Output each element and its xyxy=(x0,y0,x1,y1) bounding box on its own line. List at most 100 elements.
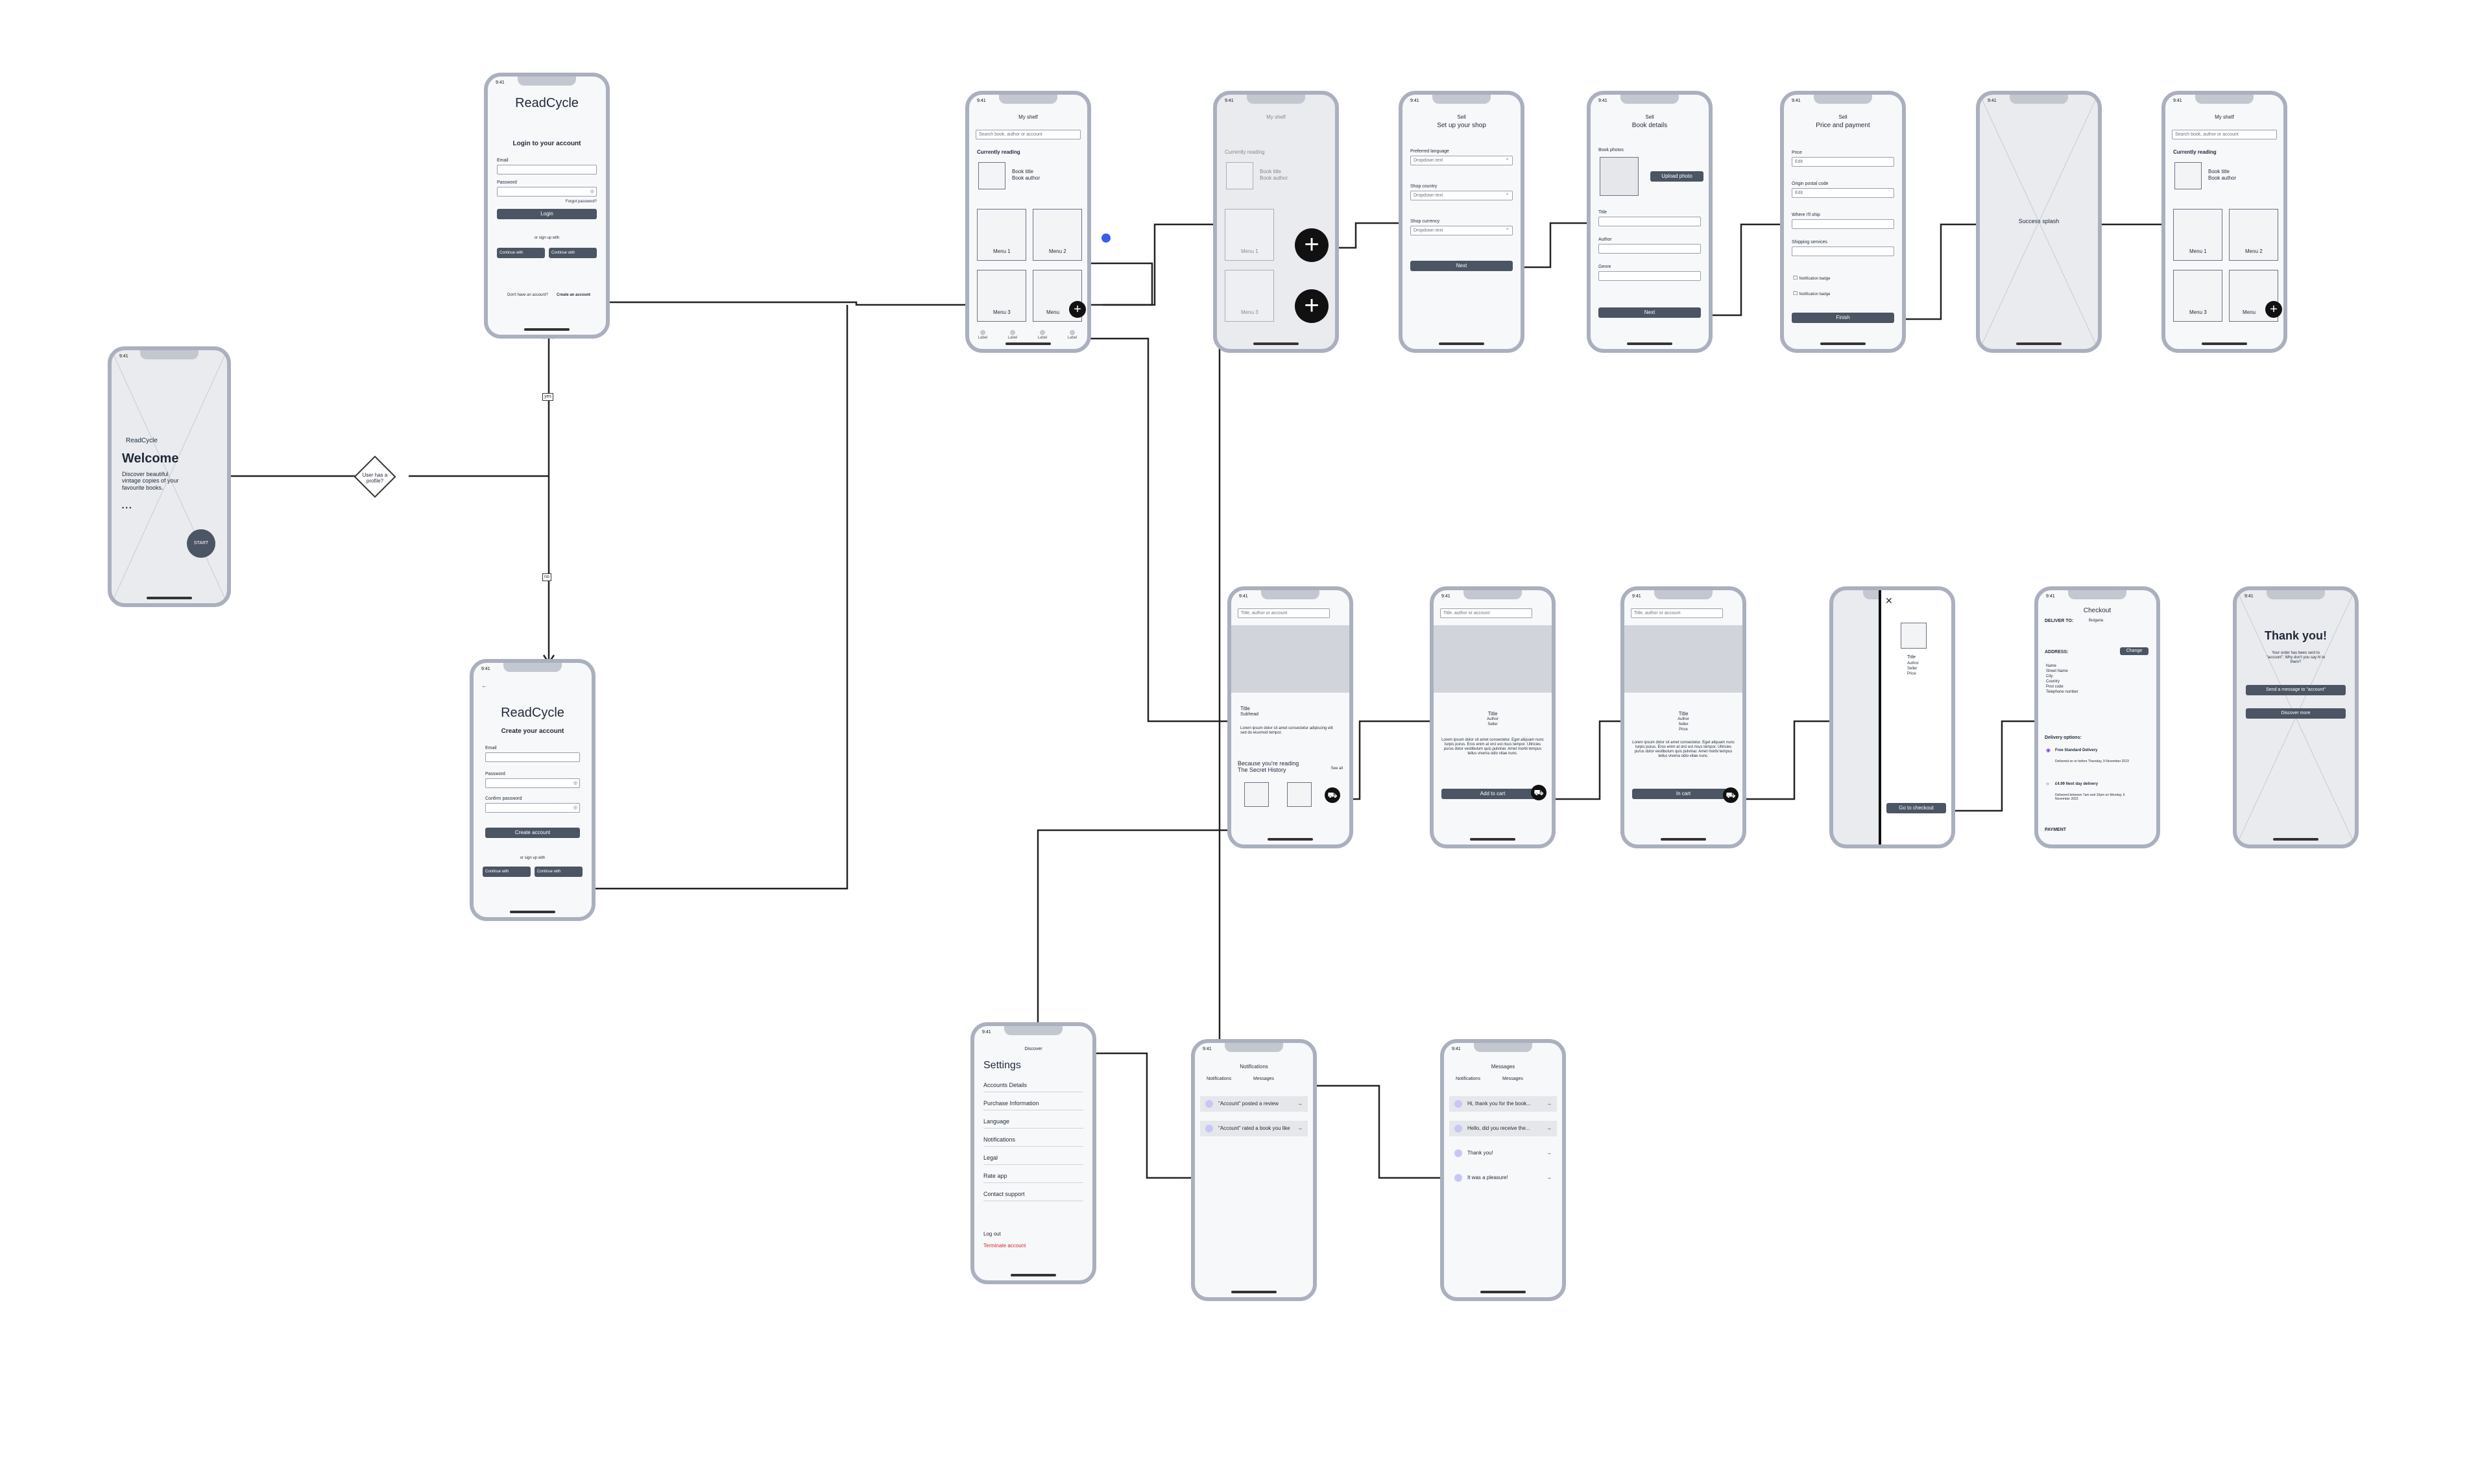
tab-messages[interactable]: Messages xyxy=(1253,1077,1274,1081)
send-message-button[interactable]: Send a message to "account" xyxy=(2246,685,2346,695)
shelf-screen: 9:41 My shelf Search book, author or acc… xyxy=(965,91,1091,353)
next-button[interactable]: Next xyxy=(1410,261,1513,271)
delivery-radio-1[interactable]: ◉ xyxy=(2046,747,2051,753)
start-button[interactable]: START xyxy=(187,529,215,558)
settings-row-notifications[interactable]: Notifications xyxy=(983,1132,1083,1147)
see-all-link[interactable]: See all xyxy=(1330,767,1343,771)
menu-card-3[interactable]: Menu 3 xyxy=(977,270,1026,322)
tab-item[interactable]: Label xyxy=(1003,329,1022,340)
search-input[interactable]: Search book, author or account xyxy=(2172,130,2277,139)
price-field[interactable]: Edit xyxy=(1792,157,1894,167)
google-login-button[interactable]: Continue with xyxy=(549,248,597,258)
back-icon[interactable]: ← xyxy=(481,682,487,689)
settings-row-legal[interactable]: Legal xyxy=(983,1151,1083,1165)
menu-card-1[interactable]: Menu 1 xyxy=(977,209,1026,261)
add-to-cart-button[interactable]: Add to cart xyxy=(1441,789,1544,799)
recommendation-card[interactable] xyxy=(1244,782,1269,807)
page-title: Checkout xyxy=(2083,607,2112,614)
google-signup-button[interactable]: Continue with xyxy=(535,867,583,877)
address-label: ADDRESS: xyxy=(2045,650,2069,654)
facebook-login-button[interactable]: Continue with xyxy=(497,248,545,258)
cart-fab[interactable]: ⛟ xyxy=(1325,787,1340,803)
settings-row-language[interactable]: Language xyxy=(983,1114,1083,1129)
facebook-signup-button[interactable]: Continue with xyxy=(483,867,531,877)
logout-link[interactable]: Log out xyxy=(983,1231,1001,1237)
tab-item[interactable]: Label xyxy=(1033,329,1052,340)
eye-icon[interactable]: ◎ xyxy=(573,781,577,785)
search-input[interactable]: Search book, author or account xyxy=(976,130,1081,139)
country-dropdown[interactable]: Dropdown text xyxy=(1410,191,1513,200)
menu-card-1[interactable]: Menu 1 xyxy=(2173,209,2222,261)
settings-row-support[interactable]: Contact support xyxy=(983,1187,1083,1201)
genre-field[interactable] xyxy=(1598,271,1701,281)
settings-row-rate[interactable]: Rate app xyxy=(983,1169,1083,1183)
add-book-fab[interactable]: + xyxy=(1295,228,1329,262)
origin-field[interactable]: Edit xyxy=(1792,188,1894,198)
recommendation-card[interactable] xyxy=(1287,782,1312,807)
item-description: Lorem ipsum dolor sit amet consectetur a… xyxy=(1240,726,1333,735)
menu-card-2[interactable]: Menu 2 xyxy=(2229,209,2278,261)
notification-item[interactable]: "Account" rated a book you like xyxy=(1200,1121,1308,1136)
search-input[interactable]: Title, author or account xyxy=(1238,608,1330,618)
next-button[interactable]: Next xyxy=(1598,307,1701,318)
notification-item[interactable]: "Account" posted a review xyxy=(1200,1096,1308,1112)
add-book-fab-secondary[interactable]: + xyxy=(1295,289,1329,323)
upload-photo-button[interactable]: Upload photo xyxy=(1650,171,1703,182)
message-item[interactable]: It was a pleasure! xyxy=(1449,1170,1557,1186)
tab-notifications[interactable]: Notifications xyxy=(1456,1077,1481,1081)
tab-notifications[interactable]: Notifications xyxy=(1207,1077,1232,1081)
discover-more-button[interactable]: Discover more xyxy=(2246,708,2346,719)
badge-checkbox-2[interactable]: ☐ Notification badge xyxy=(1793,291,1831,296)
create-account-button[interactable]: Create account xyxy=(485,828,580,838)
tab-item[interactable]: Label xyxy=(1063,329,1082,340)
welcome-screen: 9:41 ReadCycle Welcome Discover beautifu… xyxy=(108,346,231,607)
settings-row-purchase[interactable]: Purchase Information xyxy=(983,1096,1083,1110)
confirm-password-field[interactable]: ◎ xyxy=(485,803,580,813)
search-input[interactable]: Title, author or account xyxy=(1440,608,1532,618)
message-item[interactable]: Hello, did you receive the... xyxy=(1449,1121,1557,1136)
add-book-fab[interactable]: + xyxy=(2265,301,2282,318)
add-book-fab[interactable]: + xyxy=(1069,301,1086,318)
menu-label: Menu 2 xyxy=(2245,248,2263,254)
language-dropdown[interactable]: Dropdown text xyxy=(1410,156,1513,165)
cart-fab[interactable]: ⛟ xyxy=(1531,785,1546,800)
tab-messages[interactable]: Messages xyxy=(1502,1077,1523,1081)
title-field[interactable] xyxy=(1598,217,1701,226)
message-item[interactable]: Thank you! xyxy=(1449,1145,1557,1161)
login-button[interactable]: Login xyxy=(497,209,597,219)
shipping-field[interactable] xyxy=(1792,246,1894,256)
create-account-link[interactable]: Create an account xyxy=(557,293,591,297)
password-field[interactable]: ◎ xyxy=(485,778,580,788)
change-address-button[interactable]: Change xyxy=(2120,647,2148,655)
badge-checkbox-1[interactable]: ☐ Notification badge xyxy=(1793,275,1831,281)
email-field[interactable] xyxy=(497,165,597,174)
cart-fab[interactable]: ⛟ xyxy=(1723,787,1739,803)
tab-item[interactable]: Label xyxy=(973,329,993,340)
in-cart-button[interactable]: In cart xyxy=(1632,789,1735,799)
menu-card-2[interactable]: Menu 2 xyxy=(1033,209,1082,261)
settings-row-account[interactable]: Accounts Details xyxy=(983,1078,1083,1092)
page-title: My shelf xyxy=(1018,114,1038,120)
finish-button[interactable]: Finish xyxy=(1792,313,1894,323)
go-to-checkout-button[interactable]: Go to checkout xyxy=(1886,803,1946,813)
book-cover[interactable] xyxy=(2174,162,2202,189)
thank-you-screen: 9:41 Thank you! Your order has been sent… xyxy=(2233,586,2359,848)
ship-field[interactable] xyxy=(1792,219,1894,229)
menu-card-3[interactable]: Menu 3 xyxy=(2173,270,2222,322)
eye-icon[interactable]: ◎ xyxy=(590,189,594,194)
close-icon[interactable]: ✕ xyxy=(1885,595,1893,606)
splash-label: Success splash xyxy=(2018,218,2060,224)
eye-icon[interactable]: ◎ xyxy=(573,806,577,810)
book-cover[interactable] xyxy=(978,162,1005,189)
password-field[interactable]: ◎ xyxy=(497,187,597,197)
menu-card-1: Menu 1 xyxy=(1225,209,1274,261)
search-input[interactable]: Title, author or account xyxy=(1631,608,1723,618)
email-field[interactable] xyxy=(485,752,580,762)
terminate-link[interactable]: Terminate account xyxy=(983,1243,1026,1249)
forgot-password-link[interactable]: Forgot password? xyxy=(565,200,597,204)
author-field[interactable] xyxy=(1598,244,1701,254)
deliver-country[interactable]: Bulgaria xyxy=(2089,619,2104,623)
currency-dropdown[interactable]: Dropdown text xyxy=(1410,226,1513,235)
delivery-radio-2[interactable]: ○ xyxy=(2046,781,2049,787)
message-item[interactable]: Hi, thank you for the book... xyxy=(1449,1096,1557,1112)
